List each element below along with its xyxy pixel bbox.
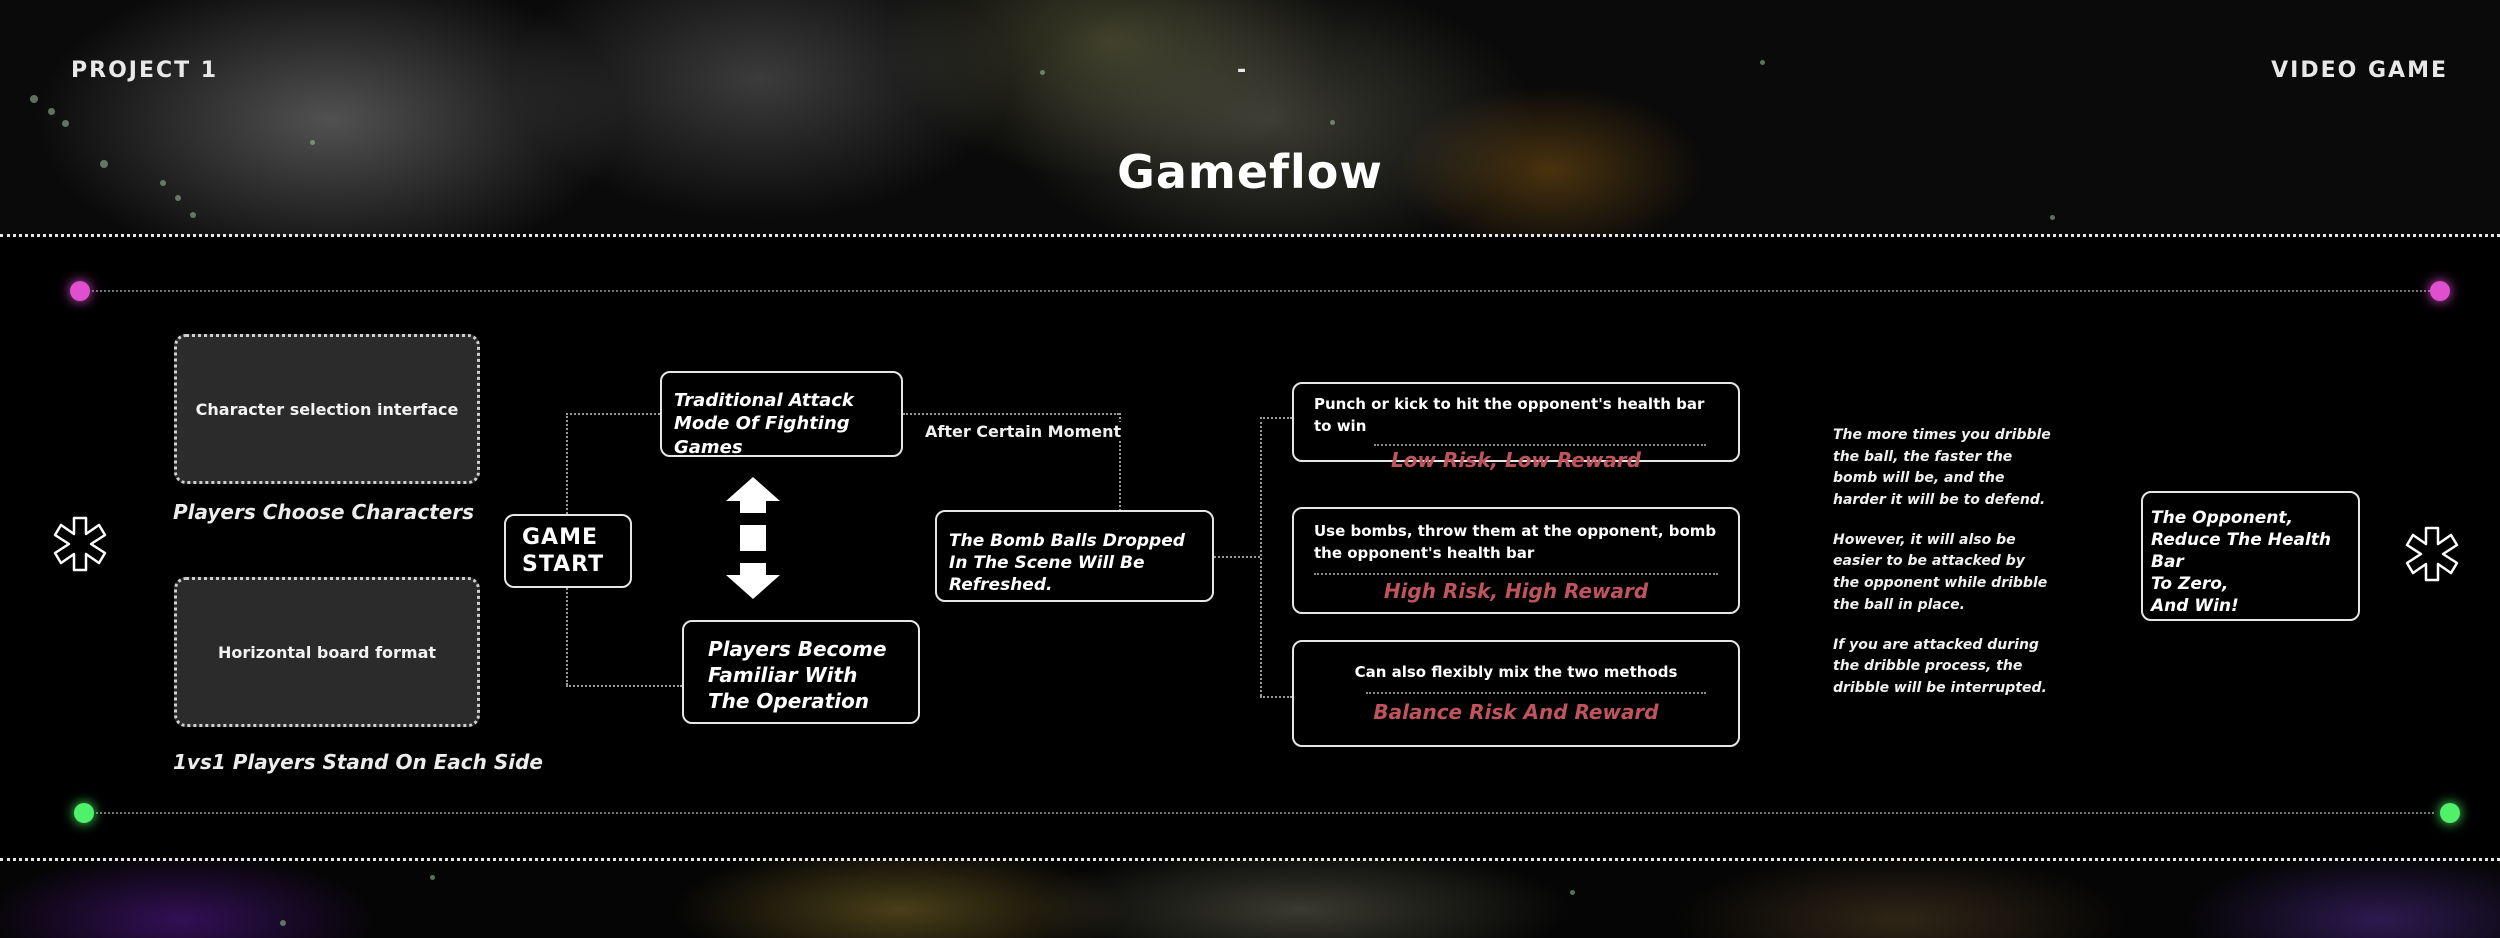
option-punch-box: Punch or kick to hit the opponent's heal…: [1292, 382, 1740, 472]
top-right-dot: [2430, 281, 2450, 301]
option-bomb-text: Use bombs, throw them at the opponent, b…: [1314, 522, 1717, 562]
character-selection-box: Character selection interface: [174, 334, 480, 484]
connector: [566, 685, 682, 687]
bomb-balls-text: The Bomb Balls Dropped In The Scene Will…: [949, 531, 1185, 596]
particle: [310, 140, 315, 145]
particle: [1040, 70, 1045, 75]
particle: [1330, 120, 1335, 125]
project-label: PROJECT 1: [71, 58, 219, 83]
note-paragraph: If you are attacked during the dribble p…: [1833, 636, 2047, 696]
header-separator: -: [1237, 58, 1249, 83]
game-start-box: GAME START: [504, 514, 632, 588]
win-line: The Opponent,: [2151, 508, 2293, 528]
players-stand-caption: 1vs1 Players Stand On Each Side: [173, 750, 543, 774]
note-paragraph: The more times you dribble the ball, the…: [1833, 427, 2051, 509]
particle: [280, 920, 286, 926]
header-background: [0, 0, 2500, 236]
option-divider: [1374, 443, 1706, 446]
bomb-balls-box: The Bomb Balls Dropped In The Scene Will…: [935, 510, 1214, 602]
connector: [1260, 696, 1292, 698]
connector: [1119, 413, 1121, 511]
option-mix-text: Can also flexibly mix the two methods: [1354, 663, 1678, 681]
particle: [1760, 60, 1765, 65]
particle: [2050, 215, 2055, 220]
asterisk-icon: [2405, 526, 2459, 582]
dribble-notes: The more times you dribble the ball, the…: [1833, 425, 2053, 718]
particle: [430, 875, 435, 880]
particle: [160, 180, 166, 186]
option-punch-level: Low Risk, Low Reward: [1391, 447, 1641, 472]
note-paragraph: However, it will also be easier to be at…: [1833, 531, 2048, 613]
attack-mode-box: Traditional Attack Mode Of Fighting Game…: [660, 371, 903, 458]
attack-mode-text: Traditional Attack Mode Of Fighting Game…: [674, 390, 854, 458]
connector: [1260, 417, 1262, 696]
particle: [100, 160, 108, 168]
band-top-border: [0, 234, 2500, 237]
players-choose-caption: Players Choose Characters: [173, 500, 475, 524]
win-line: To Zero,: [2151, 574, 2229, 595]
familiar-text: Players Become Familiar With The Operati…: [708, 637, 887, 713]
option-mix-box: Can also flexibly mix the two methods Ba…: [1292, 640, 1740, 747]
board-format-box: Horizontal board format: [174, 577, 480, 727]
double-arrow-icon: [726, 477, 780, 599]
particle: [1570, 890, 1575, 895]
connector: [1260, 417, 1292, 419]
connector: [1214, 556, 1260, 558]
bottom-rail: [84, 812, 2434, 814]
page-title: Gameflow: [1117, 145, 1383, 199]
top-left-dot: [70, 281, 90, 301]
particle: [62, 120, 69, 127]
option-bomb-level: High Risk, High Reward: [1383, 578, 1649, 603]
after-moment-label: After Certain Moment: [921, 422, 1126, 441]
game-start-text: GAME START: [522, 524, 605, 578]
band-bottom-border: [0, 858, 2500, 861]
board-format-text: Horizontal board format: [217, 642, 437, 662]
option-bomb-box: Use bombs, throw them at the opponent, b…: [1292, 507, 1740, 614]
particle: [190, 212, 196, 218]
win-condition-box: The Opponent, Reduce The Health Bar To Z…: [2141, 491, 2360, 621]
connector: [903, 413, 1119, 415]
win-line: And Win!: [2151, 596, 2239, 617]
top-rail: [80, 290, 2430, 292]
connector: [566, 413, 660, 415]
win-line: Reduce The Health Bar: [2151, 530, 2332, 573]
bottom-right-dot: [2440, 803, 2460, 823]
option-mix-level: Balance Risk And Reward: [1373, 699, 1659, 724]
option-divider: [1366, 691, 1706, 694]
option-punch-text: Punch or kick to hit the opponent's heal…: [1314, 395, 1705, 435]
option-divider: [1314, 572, 1718, 575]
character-selection-text: Character selection interface: [195, 399, 459, 419]
asterisk-icon: [53, 516, 107, 572]
category-label: VIDEO GAME: [2271, 58, 2448, 83]
familiar-box: Players Become Familiar With The Operati…: [682, 620, 920, 724]
particle: [48, 108, 55, 115]
footer-background: [0, 860, 2500, 938]
particle: [175, 195, 181, 201]
bottom-left-dot: [74, 803, 94, 823]
particle: [30, 95, 38, 103]
